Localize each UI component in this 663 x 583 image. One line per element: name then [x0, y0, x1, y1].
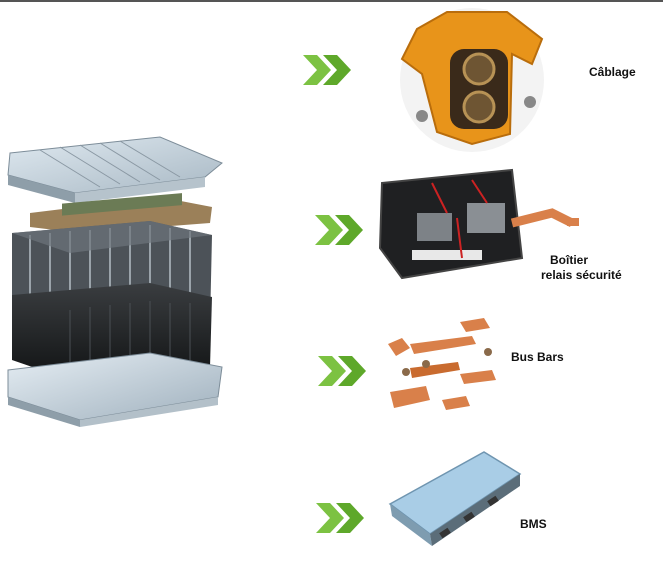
battery-pack-exploded-image — [7, 136, 223, 427]
relay-box-icon — [378, 168, 579, 280]
component-label-bms: BMS — [520, 517, 547, 531]
component-label-boitier: Boîtier — [550, 253, 589, 267]
component-label-bus-bars: Bus Bars — [511, 350, 564, 364]
component-label-relais-securite: relais sécurité — [541, 268, 622, 282]
hv-connector-icon — [400, 8, 544, 152]
bms-module-icon — [388, 451, 522, 546]
arrow-icon — [315, 215, 363, 245]
component-label-cablage: Câblage — [589, 65, 636, 79]
arrow-icon — [303, 55, 351, 85]
arrow-icon — [316, 503, 364, 533]
bus-bars-icon — [388, 318, 496, 410]
arrow-icon — [318, 356, 366, 386]
top-border — [0, 0, 663, 2]
